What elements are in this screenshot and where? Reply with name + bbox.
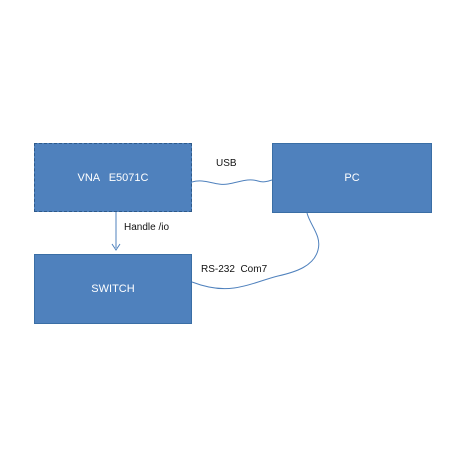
- handle-io-connector-label: Handle /io: [124, 222, 170, 233]
- vna-box-label: VNA E5071C: [77, 171, 149, 184]
- vna-box: VNA E5071C: [34, 143, 192, 212]
- switch-box-label: SWITCH: [91, 283, 135, 295]
- switch-box: SWITCH: [34, 254, 192, 324]
- pc-box-label: PC: [344, 172, 360, 184]
- rs232-connector-line: [191, 212, 320, 290]
- pc-box: PC: [272, 143, 432, 213]
- usb-connector-line: [191, 179, 273, 185]
- rs232-connector-label: RS-232 Com7: [201, 264, 268, 275]
- handle-io-arrowhead: [111, 243, 121, 251]
- usb-connector-label: USB: [216, 158, 237, 169]
